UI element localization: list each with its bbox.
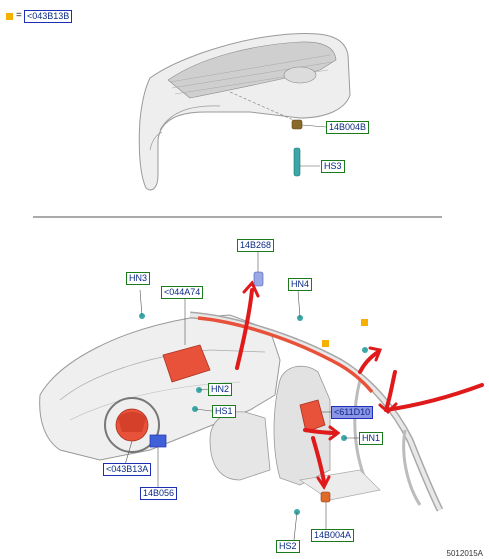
- front-bumper-illustration: [138, 33, 351, 191]
- label-14b268[interactable]: 14B268: [237, 239, 275, 252]
- small-connectors: [139, 289, 368, 541]
- curtain-airbag: [197, 316, 374, 394]
- label-hs1[interactable]: HS1: [212, 405, 236, 418]
- label-14b004b[interactable]: 14B004B: [326, 121, 370, 134]
- figure-reference: 5012015A: [446, 549, 483, 558]
- steering-wheel: [104, 397, 160, 466]
- label-043b13a[interactable]: <043B13A: [103, 463, 152, 476]
- label-hn4[interactable]: HN4: [288, 278, 313, 291]
- connector-hs3: [293, 147, 320, 177]
- legend-markers: [322, 319, 368, 347]
- legend-equals: =: [16, 10, 22, 21]
- label-611d10[interactable]: <611D10: [331, 406, 374, 419]
- label-hn1[interactable]: HN1: [359, 432, 384, 445]
- label-hn2[interactable]: HN2: [208, 383, 233, 396]
- legend-code-label[interactable]: <043B13B: [24, 10, 73, 23]
- side-impact-sensor: [320, 491, 331, 530]
- restraint-module: [149, 434, 167, 488]
- side-airbag: [299, 399, 332, 433]
- red-arrows: [235, 280, 484, 490]
- label-hs3[interactable]: HS3: [321, 160, 345, 173]
- legend-swatch: [6, 13, 13, 20]
- impact-sensor-top: [291, 119, 327, 130]
- label-14b056[interactable]: 14B056: [140, 487, 178, 500]
- label-hs2[interactable]: HS2: [276, 540, 300, 553]
- label-hn3[interactable]: HN3: [126, 272, 151, 285]
- label-044a74[interactable]: <044A74: [161, 286, 204, 299]
- curtain-sensor: [253, 250, 264, 287]
- label-14b004a[interactable]: 14B004A: [311, 529, 355, 542]
- passenger-airbag: [162, 298, 211, 383]
